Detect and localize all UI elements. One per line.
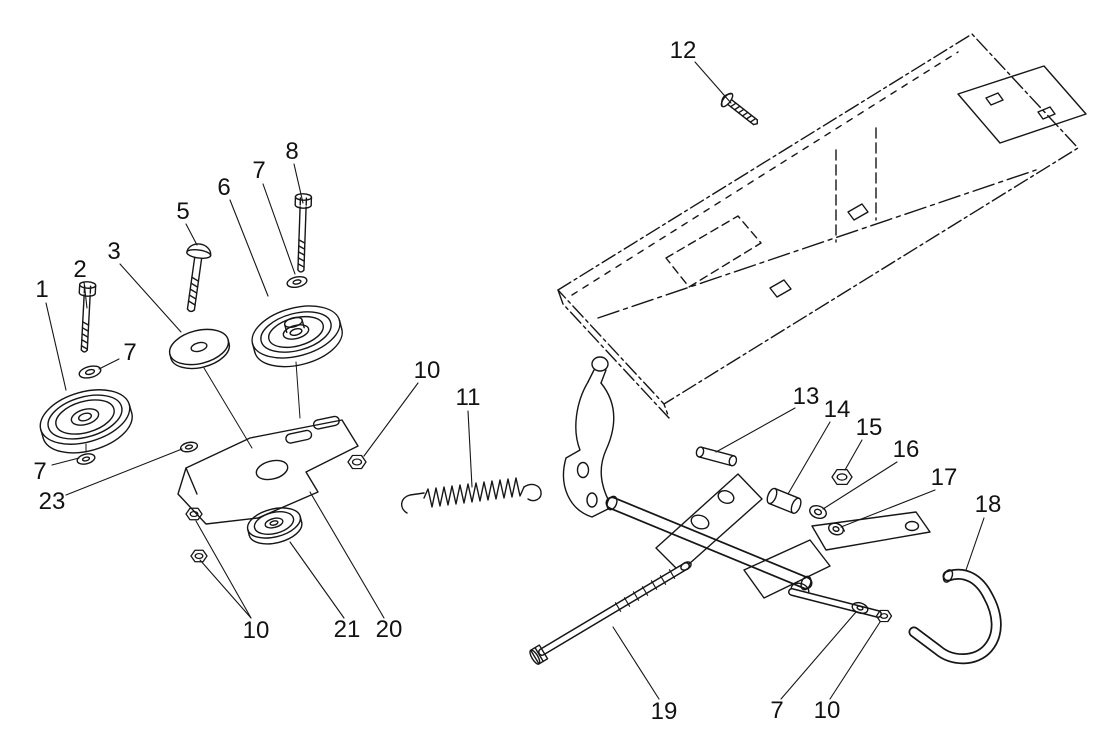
leader-11 xyxy=(467,410,473,488)
callout-2: 2 xyxy=(73,256,87,283)
assembly-axis-lines xyxy=(85,361,301,453)
callout-10-upper: 10 xyxy=(413,357,441,384)
leader-7-bottom xyxy=(780,611,857,700)
callout-15: 15 xyxy=(855,414,883,441)
callout-14: 14 xyxy=(823,396,851,423)
callout-10-bottom: 10 xyxy=(813,697,841,724)
leader-13 xyxy=(715,407,796,453)
callout-18: 18 xyxy=(974,491,1002,518)
idler-bracket-part-20 xyxy=(177,415,359,525)
callout-12: 12 xyxy=(669,37,697,64)
leader-14 xyxy=(787,421,831,495)
leader-3 xyxy=(119,263,182,333)
callout-11: 11 xyxy=(455,384,481,411)
leader-6 xyxy=(229,199,269,297)
pin-part-13 xyxy=(695,446,738,467)
nut-part-15 xyxy=(831,469,853,485)
callout-5: 5 xyxy=(176,198,190,225)
bolt-part-5 xyxy=(186,243,212,313)
washer-part-7-b xyxy=(76,453,96,465)
leader-18 xyxy=(965,517,985,571)
pivot-shaft xyxy=(605,495,813,591)
deck-panel-outline xyxy=(557,33,1087,419)
stub-shaft xyxy=(788,588,882,618)
callout-3: 3 xyxy=(107,238,121,265)
leader-5 xyxy=(185,223,198,246)
leader-10-upper xyxy=(363,382,419,457)
nut-part-10-b2 xyxy=(190,549,208,563)
callout-21: 21 xyxy=(333,616,361,643)
spring-part-11 xyxy=(401,477,542,514)
leader-23 xyxy=(65,448,183,496)
leader-17 xyxy=(840,489,936,528)
lift-lever xyxy=(562,356,615,518)
callout-23: 23 xyxy=(38,488,66,515)
bolt-part-8 xyxy=(294,193,313,273)
nut-part-10-a xyxy=(347,454,367,470)
pivot-plate-a xyxy=(655,473,763,573)
leader-15 xyxy=(844,439,863,471)
washer-part-7-d xyxy=(851,601,869,615)
leader-16 xyxy=(822,461,898,510)
pulley-part-6 xyxy=(251,305,343,368)
leader-19 xyxy=(612,626,660,700)
bolt-part-2 xyxy=(78,281,97,353)
washer-part-7-c xyxy=(286,275,308,289)
linkage-arm xyxy=(811,511,931,551)
leader-10-lower-left-1 xyxy=(199,559,252,619)
callout-19: 19 xyxy=(650,698,678,725)
callout-20: 20 xyxy=(375,616,403,643)
callout-7-top: 7 xyxy=(252,157,266,184)
washer-part-23 xyxy=(179,441,199,453)
callout-7-mid: 7 xyxy=(123,339,137,366)
leader-10-lower-left-2 xyxy=(195,520,252,619)
leader-20 xyxy=(309,491,385,619)
rod-part-18 xyxy=(908,568,1002,665)
callout-8: 8 xyxy=(285,138,299,165)
washer-part-7-a xyxy=(78,365,102,379)
washer-part-3 xyxy=(168,328,231,370)
leader-7-left xyxy=(51,457,80,466)
screw-part-12 xyxy=(720,92,759,126)
leader-lines xyxy=(45,61,985,700)
callout-7-bottom: 7 xyxy=(770,697,784,724)
idler-pulley-part-1 xyxy=(39,389,133,454)
callout-10-lower-left: 10 xyxy=(242,617,270,644)
callout-16: 16 xyxy=(892,436,920,463)
leader-7-mid xyxy=(98,358,120,370)
leader-10-bottom xyxy=(829,621,881,700)
leader-7-top xyxy=(262,183,296,275)
callout-1: 1 xyxy=(35,276,49,303)
leader-12 xyxy=(694,61,732,104)
spacer-part-14 xyxy=(766,487,802,515)
callout-7-left: 7 xyxy=(33,458,47,485)
nut-part-10-b1 xyxy=(185,507,203,521)
leader-21 xyxy=(289,541,345,619)
callout-17: 17 xyxy=(930,464,958,491)
leader-1 xyxy=(45,302,67,391)
washer-part-16 xyxy=(809,504,827,520)
lock-washer-part-17 xyxy=(828,522,846,536)
leader-8 xyxy=(293,163,304,204)
bolt-part-19 xyxy=(529,561,692,665)
callout-13: 13 xyxy=(792,383,820,410)
pulley-part-21 xyxy=(246,507,303,545)
leader-2 xyxy=(83,281,88,309)
callout-6: 6 xyxy=(217,174,231,201)
